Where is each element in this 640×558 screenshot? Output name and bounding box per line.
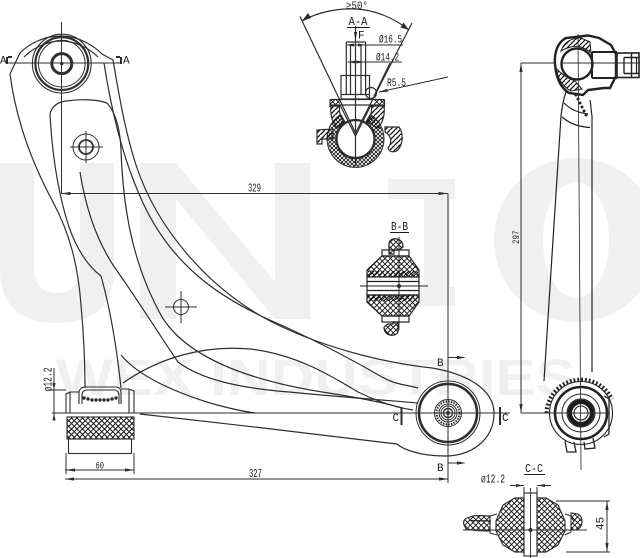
- svg-text:C: C: [393, 413, 400, 425]
- svg-text:B: B: [437, 463, 444, 475]
- svg-text:ø12.2: ø12.2: [42, 367, 56, 391]
- svg-text:B-B: B-B: [391, 221, 408, 234]
- svg-text:329: 329: [248, 182, 261, 195]
- svg-text:ø12.2: ø12.2: [481, 473, 505, 487]
- svg-text:F: F: [358, 31, 365, 43]
- svg-text:C: C: [502, 413, 509, 425]
- svg-text:327: 327: [249, 467, 262, 480]
- svg-text:60: 60: [96, 460, 105, 472]
- svg-text:≥50°: ≥50°: [346, 0, 368, 13]
- svg-text:A: A: [123, 56, 130, 68]
- svg-text:A: A: [0, 56, 7, 68]
- svg-text:R5.5: R5.5: [387, 77, 406, 90]
- svg-text:Ø16.5: Ø16.5: [379, 33, 402, 46]
- svg-text:45: 45: [596, 517, 608, 530]
- svg-text:A-A: A-A: [349, 17, 368, 30]
- svg-text:B: B: [437, 358, 444, 370]
- svg-text:297: 297: [511, 231, 522, 244]
- svg-text:C-C: C-C: [525, 463, 543, 476]
- svg-text:Ø14.2: Ø14.2: [376, 51, 399, 64]
